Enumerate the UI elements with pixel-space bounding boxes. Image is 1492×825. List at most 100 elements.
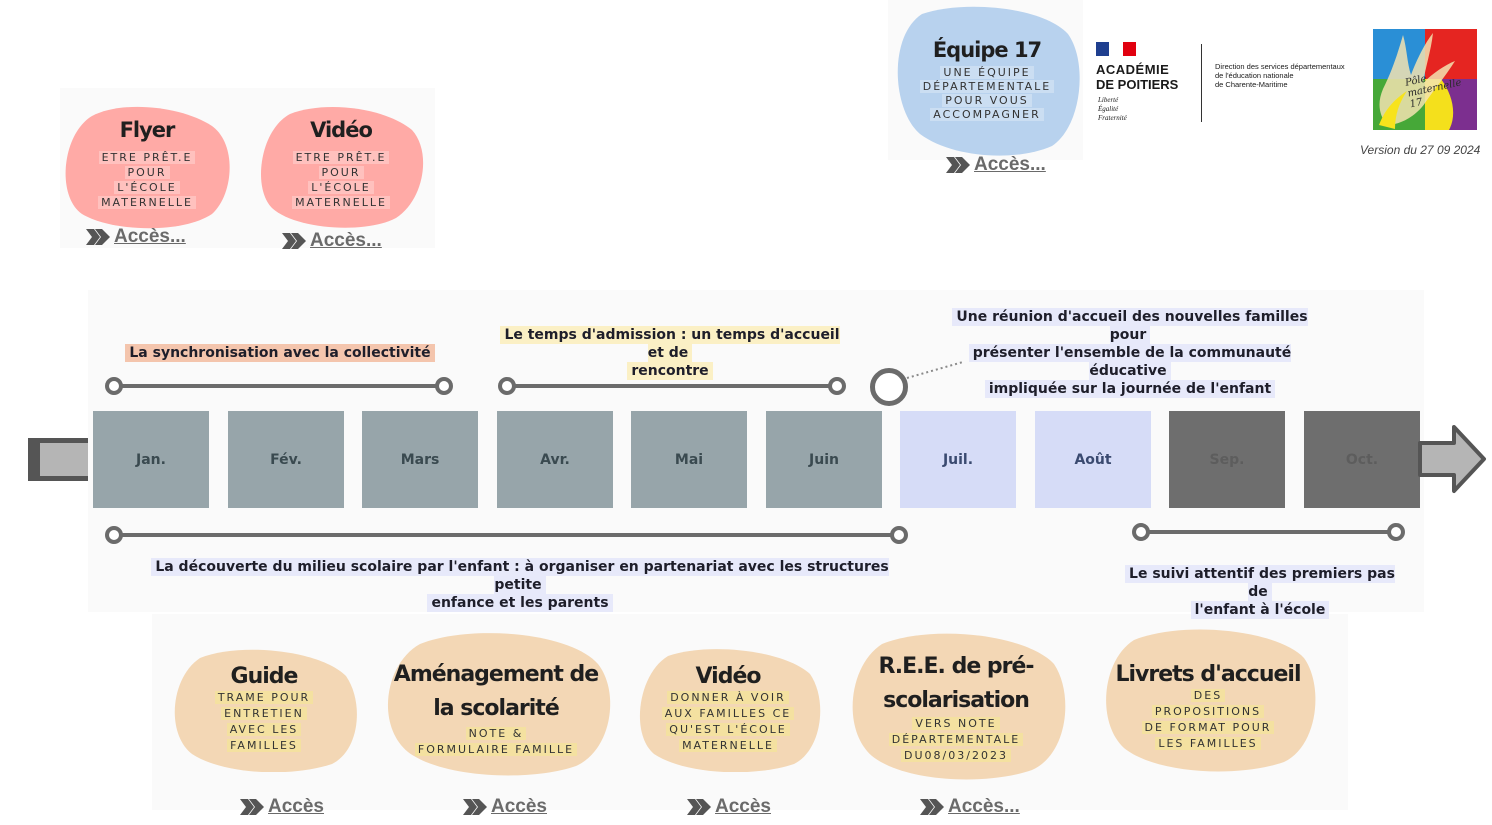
equipe-subtitle: UNE ÉQUIPE DÉPARTEMENTALE POUR VOUS ACCO…: [892, 66, 1082, 122]
flyer-card[interactable]: Flyer ETRE PRÊT.E POUR L'ÉCOLE MATERNELL…: [62, 104, 232, 230]
suivi-label: Le suivi attentif des premiers pas de l'…: [1120, 565, 1400, 619]
card-sub-line: PROPOSITIONS: [1151, 705, 1265, 718]
month-label: Juin: [809, 451, 839, 468]
direction-line: Direction des services départementaux: [1215, 62, 1345, 71]
month-label: Sep.: [1209, 451, 1245, 468]
reunion-label-line: Une réunion d'accueil des nouvelles fami…: [952, 308, 1308, 344]
month-box: Jan.: [93, 411, 209, 508]
video-top-card[interactable]: Vidéo ETRE PRÊT.E POUR L'ÉCOLE MATERNELL…: [256, 104, 426, 230]
academie-name-line2: DE POITIERS: [1096, 77, 1179, 92]
equipe17-card[interactable]: Équipe 17 UNE ÉQUIPE DÉPARTEMENTALE POUR…: [892, 6, 1082, 156]
sync-label-text: La synchronisation avec la collectivité: [125, 344, 435, 362]
admission-label-line: Le temps d'admission : un temps d'accuei…: [500, 326, 840, 362]
month-label: Mai: [674, 451, 704, 468]
card-blob-shape: [387, 633, 611, 776]
month-box: Mars: [362, 411, 478, 508]
month-label: Oct.: [1345, 451, 1379, 468]
month-box: Juin: [766, 411, 882, 508]
card-sub-line: FAMILLES: [227, 739, 301, 752]
double-arrow-icon: [86, 229, 110, 245]
decouverte-label: La découverte du milieu scolaire par l'e…: [150, 558, 890, 612]
equipe-acces-link[interactable]: Accès...: [946, 154, 1046, 176]
card-acces-link[interactable]: Accès: [240, 796, 324, 818]
direction-line: de l'éducation nationale: [1215, 71, 1294, 80]
month-label: Août: [1074, 451, 1112, 468]
month-box: Juil.: [900, 411, 1016, 508]
card-acces-link[interactable]: Accès...: [920, 796, 1020, 818]
card-acces-link[interactable]: Accès: [687, 796, 771, 818]
sync-label: La synchronisation avec la collectivité: [100, 344, 460, 362]
video-top-subtitle: ETRE PRÊT.E POUR L'ÉCOLE MATERNELLE: [256, 150, 426, 210]
card-sub-line: QU'EST L'ÉCOLE: [666, 723, 790, 736]
flyer-sub-line: POUR: [124, 166, 170, 179]
decouverte-label-line: La découverte du milieu scolaire par l'e…: [151, 558, 889, 594]
month-box: Fév.: [228, 411, 344, 508]
card-sub-line: ENTRETIEN: [221, 707, 307, 720]
flyer-acces-label[interactable]: Accès...: [114, 226, 186, 247]
admission-phase-end: [828, 377, 846, 395]
video-blob-shape: [260, 107, 424, 228]
card-title-line: la scolarité: [433, 696, 560, 721]
double-arrow-icon: [463, 799, 487, 815]
month-label: Fév.: [270, 451, 302, 468]
video-top-acces-label[interactable]: Accès...: [310, 230, 382, 251]
pole-maternelle-logo: Pôle maternelle 17: [1373, 29, 1477, 130]
reunion-label: Une réunion d'accueil des nouvelles fami…: [950, 308, 1310, 398]
card-sub-line: DONNER À VOIR: [667, 691, 789, 704]
equipe-sub-line: DÉPARTEMENTALE: [919, 80, 1055, 93]
card-acces-label[interactable]: Accès...: [948, 796, 1020, 817]
month-box: Oct.: [1304, 411, 1420, 508]
video-top-title: Vidéo: [310, 118, 373, 142]
equipe-sub-line: ACCOMPAGNER: [930, 108, 1044, 121]
card-title: Guide: [170, 660, 358, 694]
card-sub-line: LES FAMILLES: [1155, 737, 1261, 750]
motto-line: Fraternité: [1098, 114, 1127, 122]
card-sub-line: VERS NOTE: [912, 717, 1000, 730]
card-sub-line: DE FORMAT POUR: [1141, 721, 1275, 734]
card-acces-label[interactable]: Accès: [715, 796, 771, 817]
flyer-subtitle: ETRE PRÊT.E POUR L'ÉCOLE MATERNELLE: [62, 150, 232, 210]
card-title: Livrets d'accueil: [1100, 658, 1316, 692]
double-arrow-icon: [240, 799, 264, 815]
suivi-label-line: Le suivi attentif des premiers pas de: [1125, 565, 1395, 601]
double-arrow-icon: [282, 233, 306, 249]
sync-phase-end: [435, 377, 453, 395]
double-arrow-icon: [687, 799, 711, 815]
suivi-label-line: l'enfant à l'école: [1190, 601, 1330, 619]
card-acces-link[interactable]: Accès: [463, 796, 547, 818]
month-box: Août: [1035, 411, 1151, 508]
flyer-acces-link[interactable]: Accès...: [86, 226, 186, 248]
equipe-title: Équipe 17: [932, 38, 1042, 62]
card-title: R.E.E. de pré-scolarisation: [846, 650, 1066, 718]
card-acces-label[interactable]: Accès: [268, 796, 324, 817]
card-sub-line: TRAME POUR: [214, 691, 314, 704]
reunion-label-line: présenter l'ensemble de la communauté éd…: [968, 344, 1292, 380]
card-sub-line: DÉPARTEMENTALE: [888, 733, 1024, 746]
card-acces-label[interactable]: Accès: [491, 796, 547, 817]
flyer-title: Flyer: [119, 118, 176, 142]
admission-label: Le temps d'admission : un temps d'accuei…: [490, 326, 850, 380]
equipe-acces-label[interactable]: Accès...: [974, 154, 1046, 175]
sync-phase-bar: [114, 384, 444, 388]
admission-phase-bar: [507, 384, 837, 388]
flyer-blob-shape: [65, 106, 230, 229]
card-sub-line: NOTE &: [465, 727, 527, 740]
video-top-acces-link[interactable]: Accès...: [282, 230, 382, 252]
month-box: Sep.: [1169, 411, 1285, 508]
version-text: Version du 27 09 2024: [1360, 143, 1481, 157]
card-sub-line: AVEC LES: [226, 723, 302, 736]
card-title-line: scolarisation: [883, 688, 1030, 713]
academie-name-line1: ACADÉMIE: [1096, 62, 1170, 77]
card-title-line: Guide: [230, 664, 299, 689]
double-arrow-icon: [946, 157, 970, 173]
academie-logo: ACADÉMIE DE POITIERS Liberté Égalité Fra…: [1096, 42, 1196, 126]
card-sub-line: FORMULAIRE FAMILLE: [414, 743, 578, 756]
